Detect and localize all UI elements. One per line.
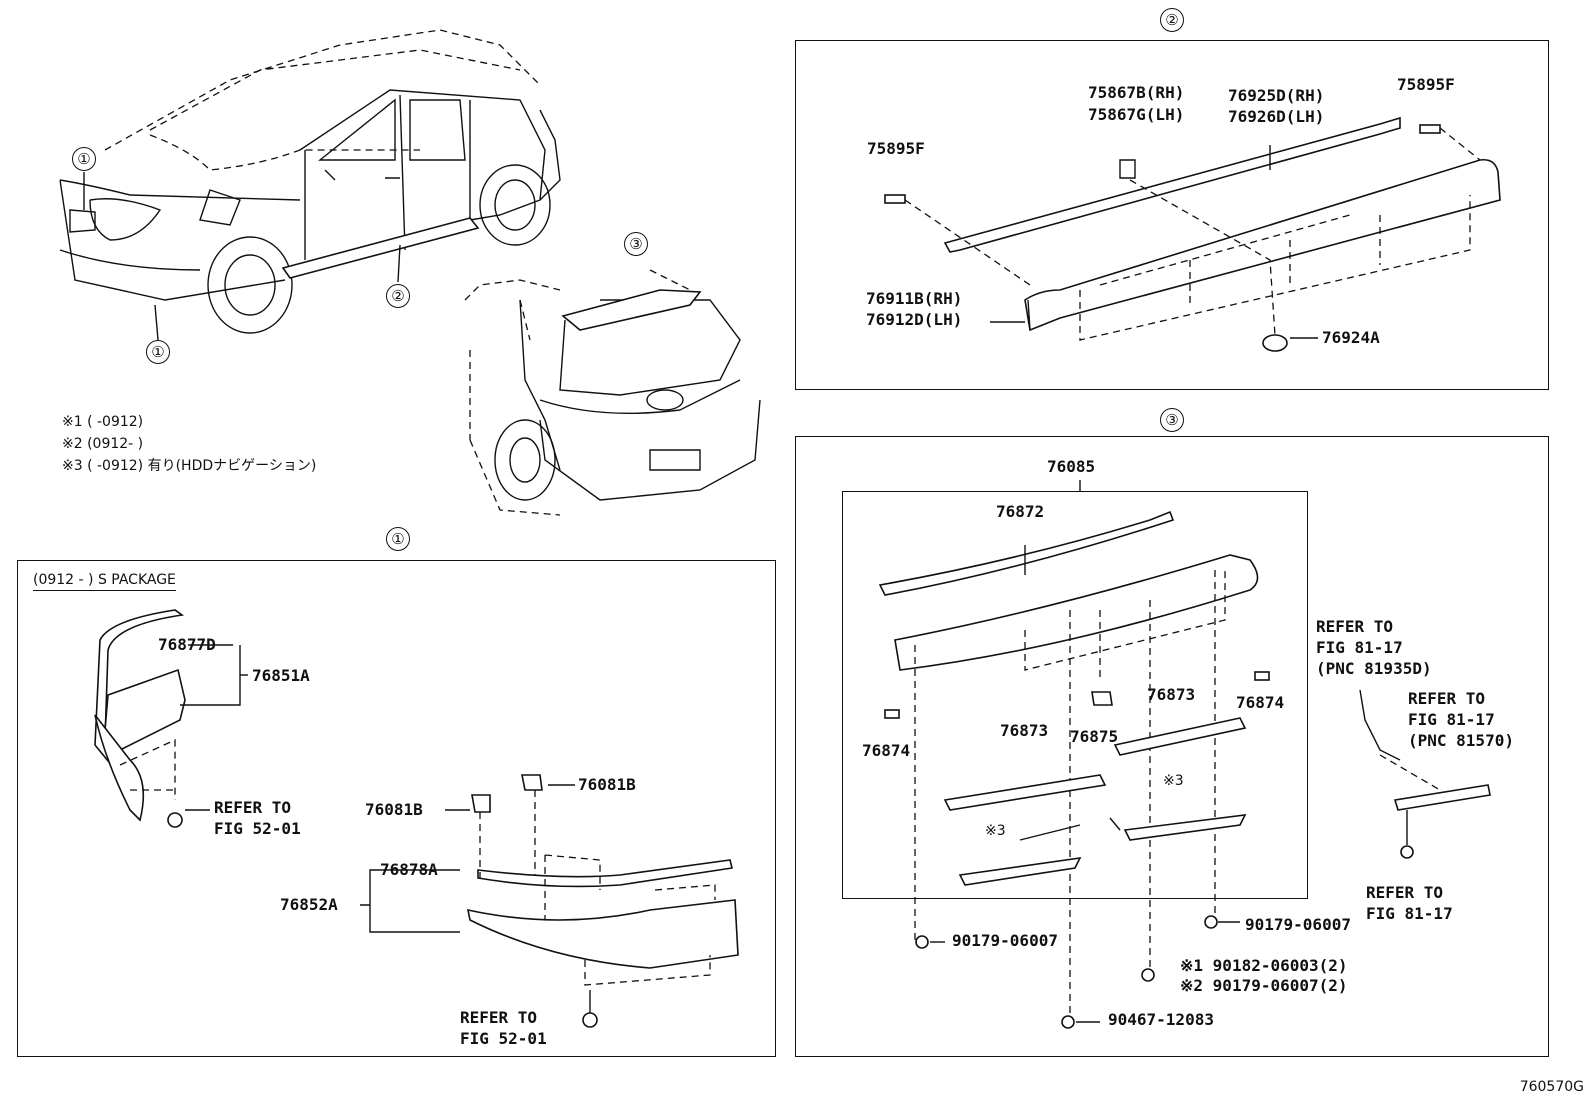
refer-to-d-line1: REFER TO [1408, 689, 1486, 708]
note-3-marker-left: ※3 [985, 823, 1006, 839]
part-76872: 76872 [996, 502, 1045, 521]
part-76911B-RH: 76911B(RH) [866, 289, 963, 308]
section-3-marker: ③ [1160, 408, 1184, 432]
spoiler-assembly-subpanel [842, 491, 1308, 899]
part-76878A: 76878A [380, 860, 438, 879]
refer-to-a-line2: FIG 52-01 [214, 819, 301, 838]
refer-to-c-line2: FIG 81-17 [1316, 638, 1403, 657]
refer-to-d-line3: (PNC 81570) [1408, 731, 1514, 750]
part-76877D: 76877D [158, 635, 216, 654]
callout-2-side: ② [386, 284, 410, 308]
callout-1-front-top: ① [72, 147, 96, 171]
refer-to-e-line1: REFER TO [1366, 883, 1444, 902]
note-3-marker-right: ※3 [1163, 773, 1184, 789]
note-2: ※2 (0912- ) [62, 436, 144, 452]
part-90467-12083: 90467-12083 [1108, 1010, 1214, 1029]
part-90179-06007-left: 90179-06007 [952, 931, 1058, 950]
part-75895F-right: 75895F [1397, 75, 1455, 94]
callout-1-front-bottom: ① [146, 340, 170, 364]
part-76875: 76875 [1070, 727, 1119, 746]
refer-to-a-line1: REFER TO [214, 798, 292, 817]
section-1-marker: ① [386, 527, 410, 551]
part-76852A: 76852A [280, 895, 338, 914]
refer-to-c-line3: (PNC 81935D) [1316, 659, 1432, 678]
section-2-marker: ② [1160, 8, 1184, 32]
part-75867G-LH: 75867G(LH) [1088, 105, 1185, 124]
illustration-code: 760570G [1519, 1079, 1584, 1095]
section-2-panel [795, 40, 1549, 390]
part-75867B-RH: 75867B(RH) [1088, 83, 1185, 102]
note-3: ※3 ( -0912) 有り(HDDナビゲーション) [62, 458, 317, 474]
callout-3-rear: ③ [624, 232, 648, 256]
part-90179-06007-2: ※2 90179-06007(2) [1180, 976, 1348, 995]
part-90179-06007-right: 90179-06007 [1245, 915, 1351, 934]
part-76851A: 76851A [252, 666, 310, 685]
rear-spoiler-drawing [878, 480, 1491, 1029]
refer-to-d-line2: FIG 81-17 [1408, 710, 1495, 729]
refer-to-b-line1: REFER TO [460, 1008, 538, 1027]
note-1: ※1 ( -0912) [62, 414, 144, 430]
part-76873-right: 76873 [1147, 685, 1196, 704]
part-76873-left: 76873 [1000, 721, 1049, 740]
car-rear-view-drawing [464, 269, 761, 516]
refer-to-e-line2: FIG 81-17 [1366, 904, 1453, 923]
s-package-label: (0912 - ) S PACKAGE [33, 572, 176, 591]
part-76874-left: 76874 [862, 741, 911, 760]
part-75895F-left: 75895F [867, 139, 925, 158]
part-90182-06003: ※1 90182-06003(2) [1180, 956, 1348, 975]
refer-to-c-line1: REFER TO [1316, 617, 1394, 636]
part-76081B-right: 76081B [578, 775, 636, 794]
refer-to-b-line2: FIG 52-01 [460, 1029, 547, 1048]
section-3-panel [795, 436, 1549, 1057]
part-76874-right: 76874 [1236, 693, 1285, 712]
car-front-view-drawing [59, 29, 561, 341]
part-76925D-RH: 76925D(RH) [1228, 86, 1325, 105]
part-76085: 76085 [1047, 457, 1096, 476]
section-1-panel [17, 560, 776, 1057]
front-lip-drawing [94, 609, 739, 1028]
part-76912D-LH: 76912D(LH) [866, 310, 963, 329]
part-76924A: 76924A [1322, 328, 1380, 347]
part-76081B-left: 76081B [365, 800, 423, 819]
side-rocker-drawing [884, 116, 1501, 352]
part-76926D-LH: 76926D(LH) [1228, 107, 1325, 126]
